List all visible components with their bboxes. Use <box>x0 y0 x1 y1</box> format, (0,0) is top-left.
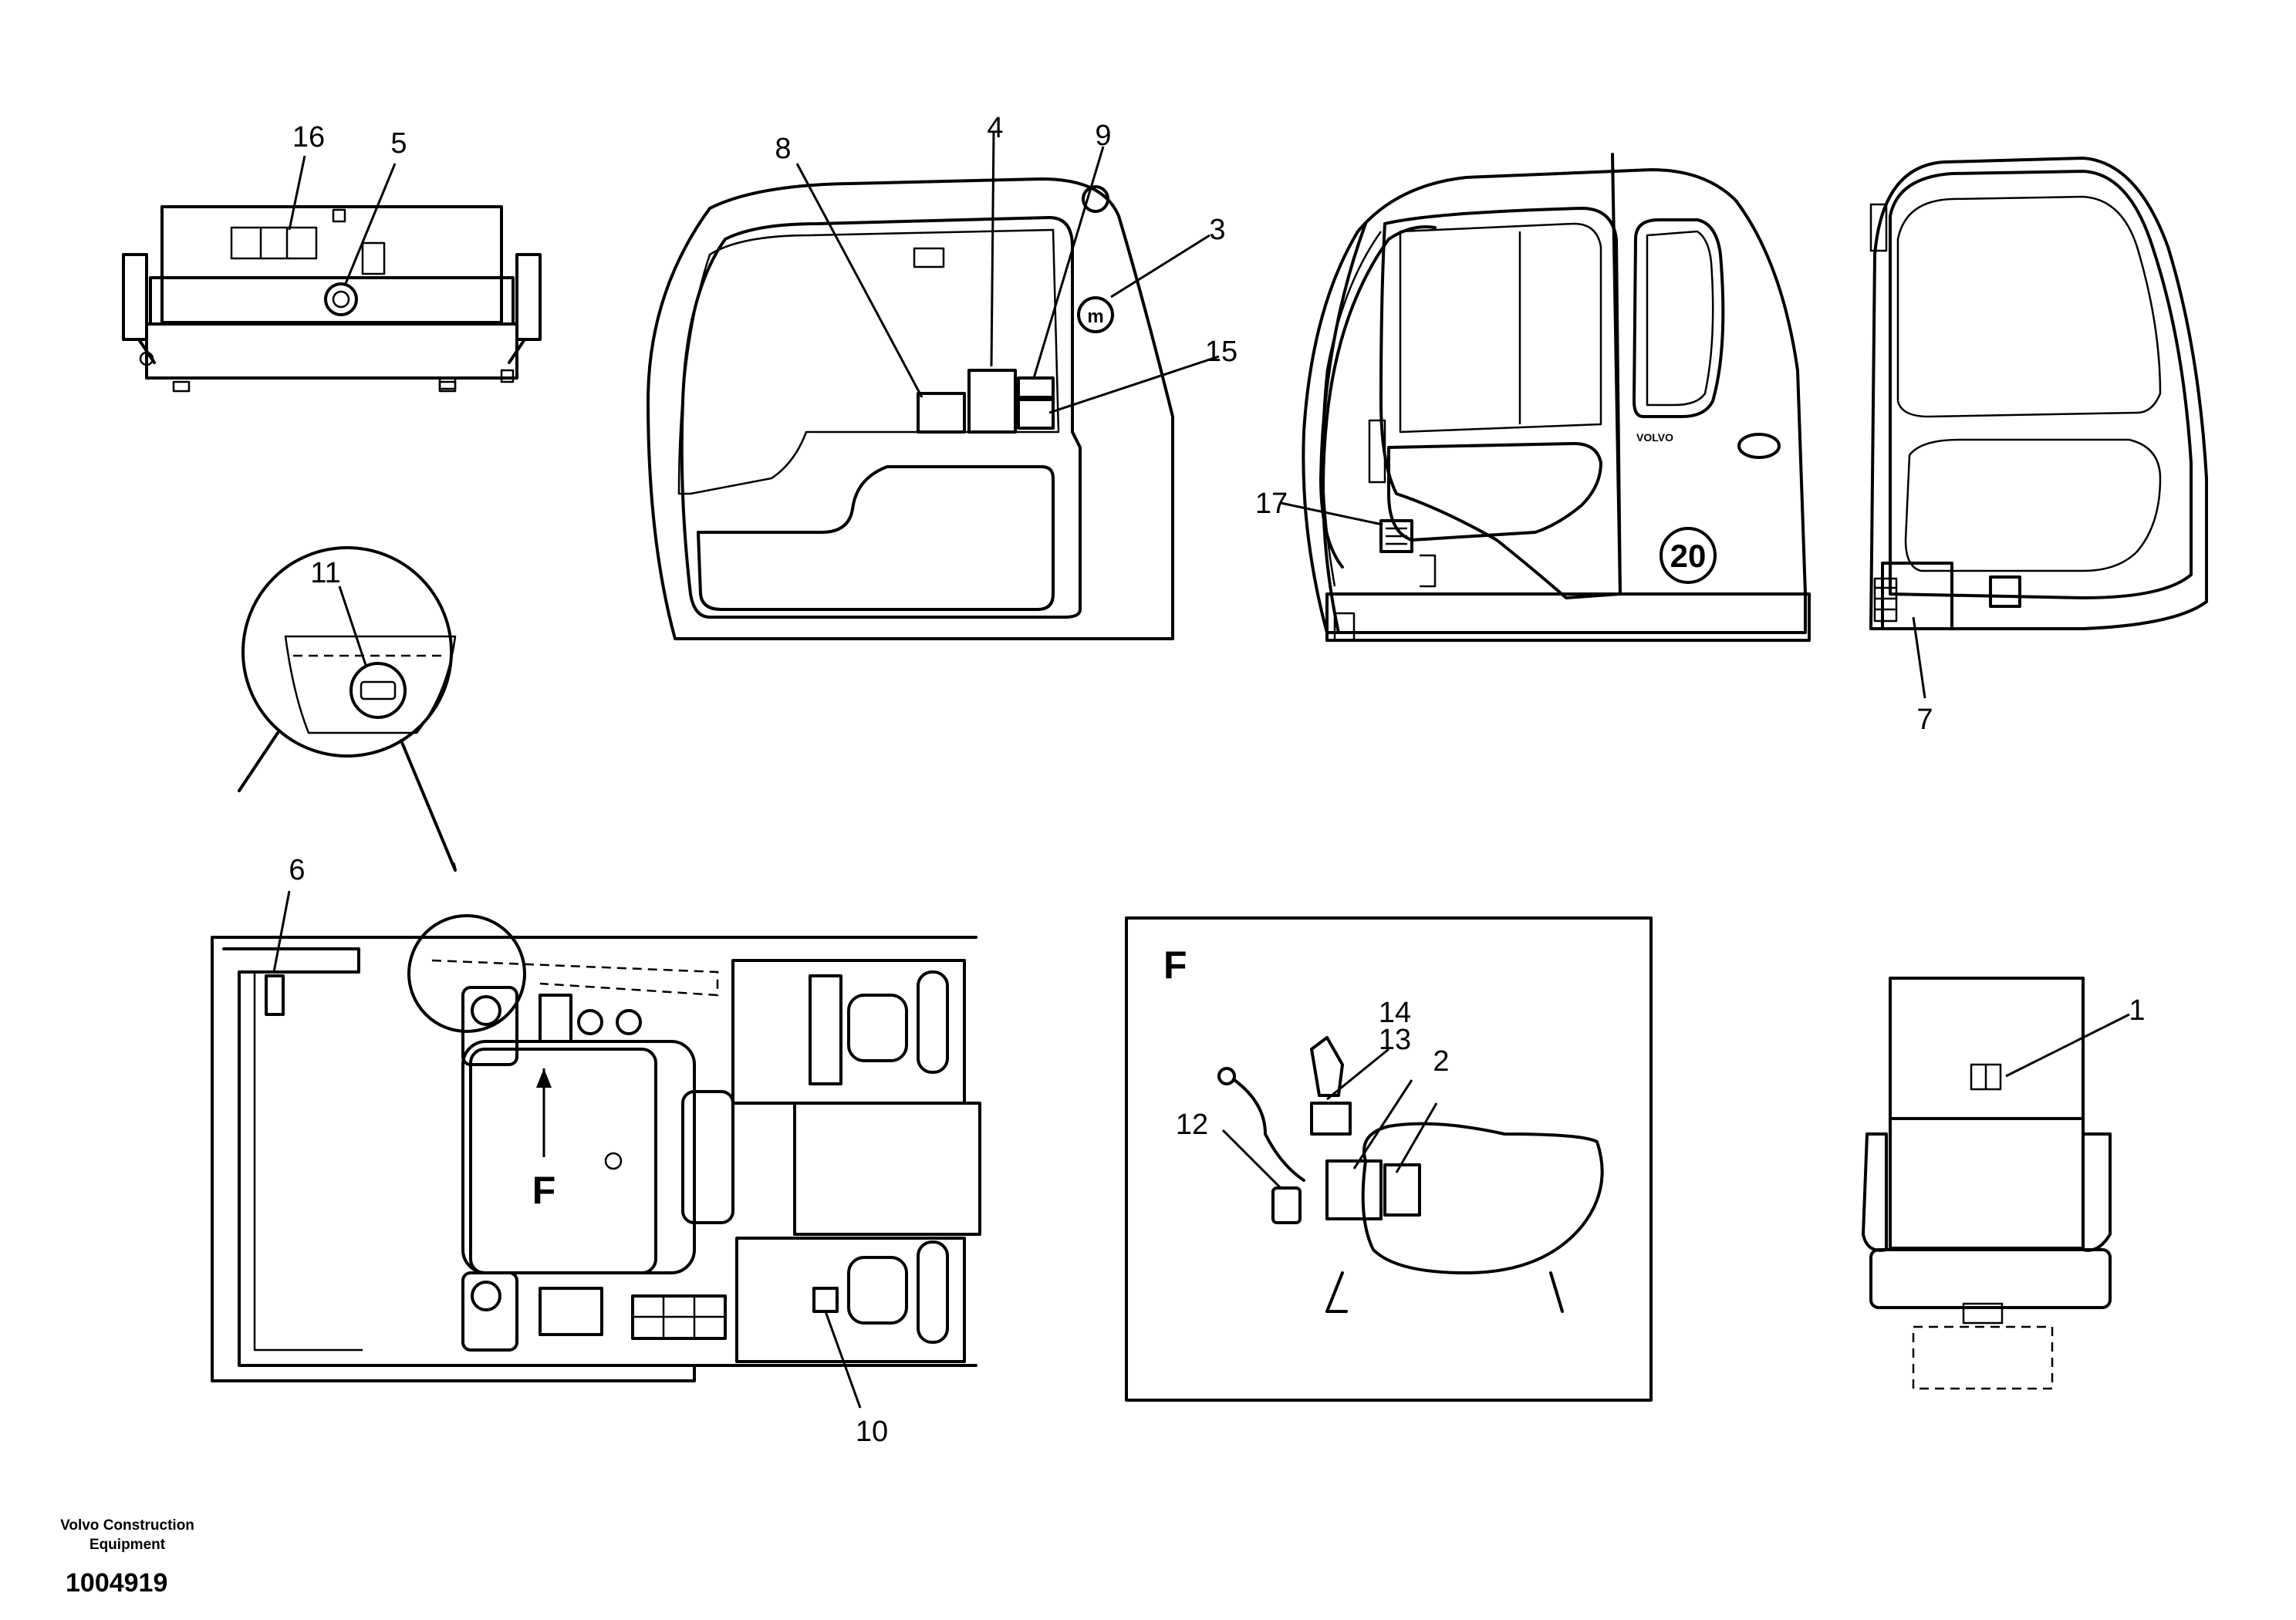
callout-17: 17 <box>1255 488 1288 520</box>
detail-bubble <box>238 546 457 872</box>
console-panel-view <box>122 205 542 393</box>
view-marker: F <box>532 1169 556 1212</box>
cab-exterior-view: 20 VOLVO <box>1302 153 1811 642</box>
cab-interior-panel-view: m <box>647 177 1174 640</box>
callout-13: 13 <box>1379 1024 1411 1056</box>
callout-8: 8 <box>775 133 791 165</box>
callout-5: 5 <box>390 127 407 160</box>
cab-floor-plan: F <box>211 914 981 1382</box>
callout-16: 16 <box>292 121 325 154</box>
seat-rear-view <box>1862 977 2112 1390</box>
document-number: 1004919 <box>66 1568 168 1598</box>
cab-rear-panel-view <box>1869 157 2208 630</box>
callout-12: 12 <box>1176 1109 1208 1141</box>
cab-badge: 20 <box>1670 538 1707 574</box>
callout-10: 10 <box>856 1416 888 1448</box>
callout-4: 4 <box>987 112 1003 144</box>
cab-brand: VOLVO <box>1636 431 1673 444</box>
callout-7: 7 <box>1916 704 1933 736</box>
callout-1: 1 <box>2129 994 2145 1027</box>
callout-2: 2 <box>1433 1045 1449 1078</box>
company-name: Volvo Construction Equipment <box>60 1517 194 1553</box>
callout-15: 15 <box>1205 336 1237 368</box>
detail-f-frame: F <box>1125 916 1653 1402</box>
svg-text:m: m <box>1087 306 1103 327</box>
callout-3: 3 <box>1209 214 1225 246</box>
callout-14: 14 <box>1379 997 1411 1029</box>
detail-title: F <box>1163 943 1187 987</box>
callout-11: 11 <box>310 557 340 589</box>
leader-lines <box>272 130 2130 1409</box>
callout-6: 6 <box>289 854 305 886</box>
callout-9: 9 <box>1095 120 1111 152</box>
callout-labels: 16 5 8 4 9 3 15 17 7 11 6 10 14 13 2 12 … <box>289 112 2145 1448</box>
footer: Volvo Construction Equipment 1004919 <box>31 1516 224 1598</box>
